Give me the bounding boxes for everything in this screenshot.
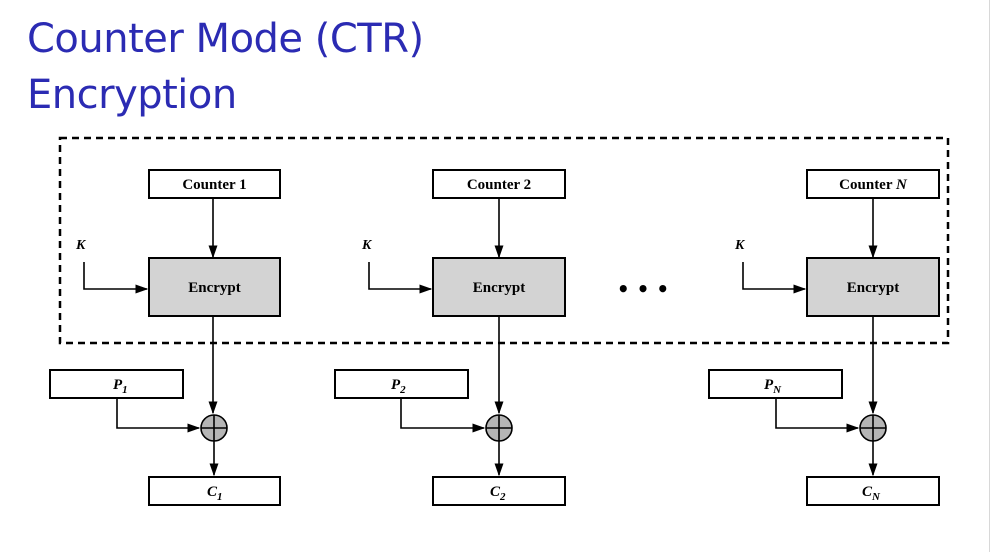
counter-2-label: Counter 2 [467, 177, 531, 193]
ciphertext-n-label: CN [862, 484, 881, 503]
counter-1-label: Counter 1 [182, 177, 246, 193]
encrypt-label-2: Encrypt [473, 280, 526, 296]
encrypt-label-n: Encrypt [847, 280, 900, 296]
counter-n-label: Counter N [839, 177, 908, 193]
encrypt-block-1 [148, 257, 281, 317]
encrypt-label-1: Encrypt [188, 280, 241, 296]
stage-2: Counter 2 K Encrypt P2 C2 [334, 169, 566, 506]
slide-title-line-2: Encryption [27, 72, 237, 118]
counter-2-box [432, 169, 566, 199]
xor-symbol-n [859, 414, 887, 442]
encryption-boundary [58, 136, 950, 345]
ciphertext-2-box [432, 476, 566, 506]
ciphertext-2-label: C2 [490, 484, 506, 503]
xor-symbol-2 [485, 414, 513, 442]
plaintext-1-box [49, 369, 184, 399]
counter-n-box [806, 169, 940, 199]
stage-n: Counter N K Encrypt PN CN [708, 169, 940, 506]
slide-title-line-1: Counter Mode (CTR) [27, 16, 424, 62]
key-label-2: K [361, 238, 373, 253]
ciphertext-1-label: C1 [207, 484, 223, 503]
stage-1: Counter 1 K Encrypt P1 C1 [49, 169, 281, 506]
ciphertext-1-box [148, 476, 281, 506]
plaintext-n-label: PN [764, 377, 782, 396]
slide-right-border [989, 0, 1003, 552]
key-label-1: K [75, 238, 87, 253]
encrypt-block-n [806, 257, 940, 317]
plaintext-2-label: P2 [391, 377, 406, 396]
ellipsis: • • • [617, 277, 669, 301]
ciphertext-n-box [806, 476, 940, 506]
xor-symbol-1 [200, 414, 228, 442]
plaintext-1-label: P1 [113, 377, 128, 396]
counter-1-box [148, 169, 281, 199]
key-label-n: K [734, 238, 746, 253]
